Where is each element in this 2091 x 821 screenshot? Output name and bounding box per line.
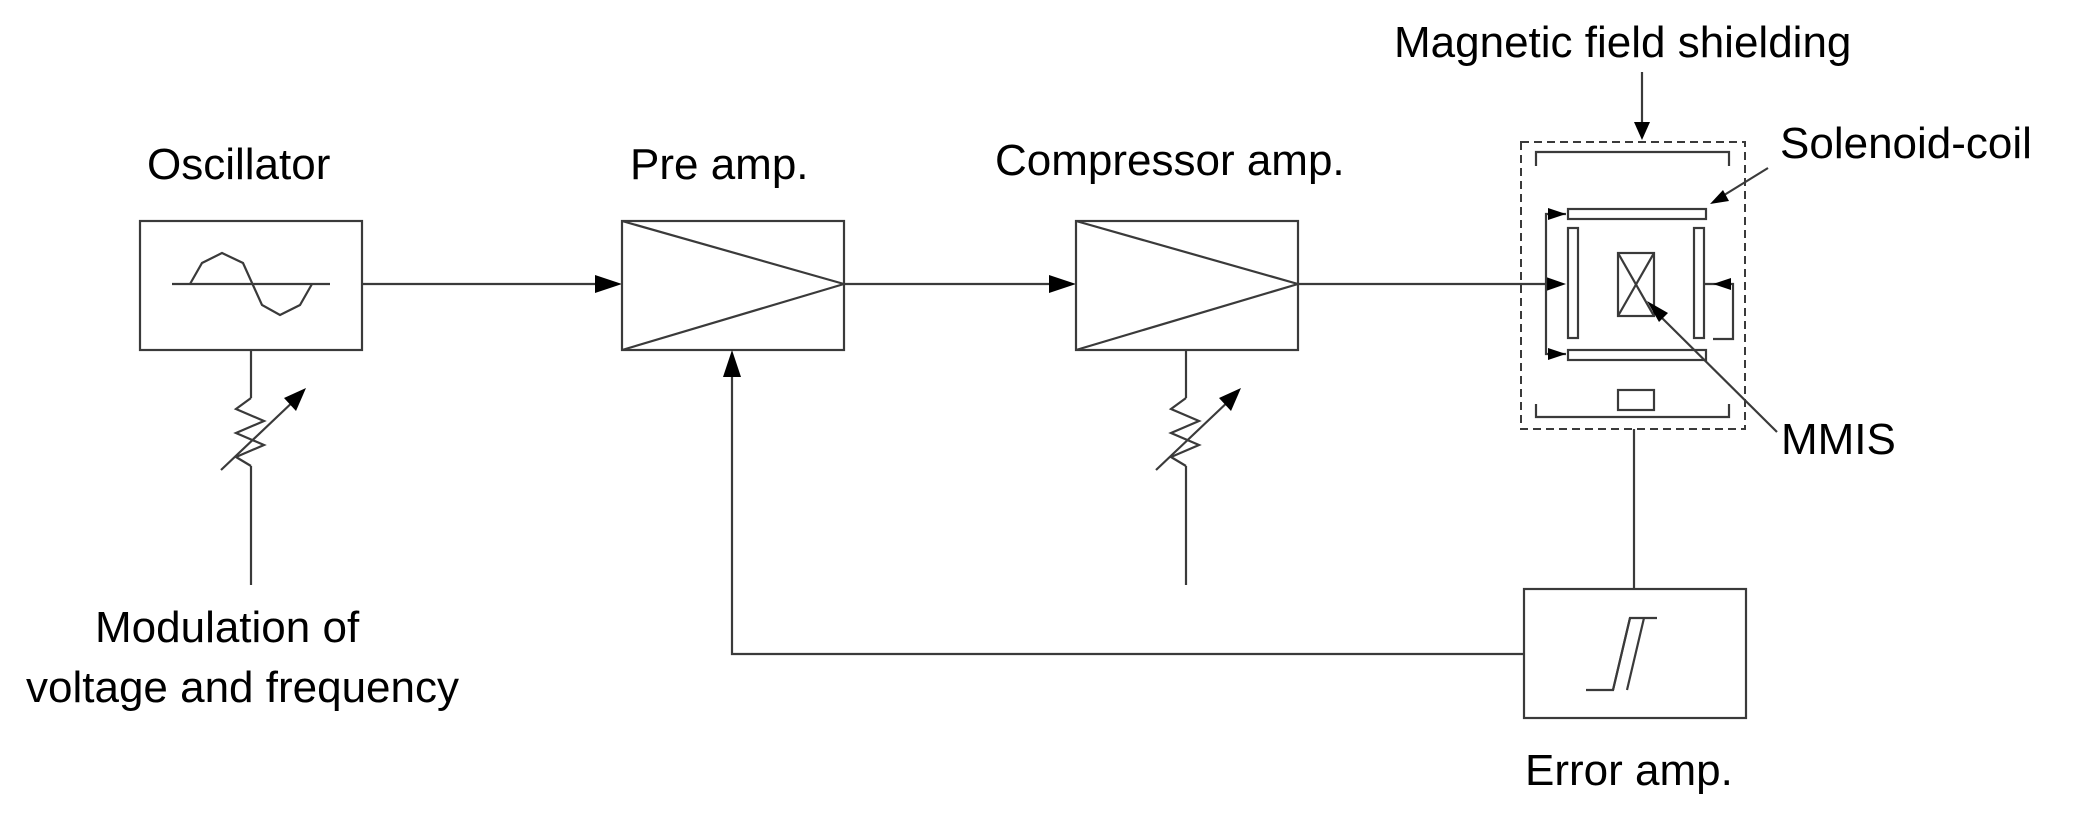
shield-pointer-arrow — [1634, 122, 1650, 140]
arrow-to-compressor — [1049, 275, 1076, 293]
arrow-feedback-preamp — [723, 350, 741, 377]
arrow-to-coil-left — [1546, 277, 1566, 291]
preamp-triangle-bottom — [621, 282, 845, 352]
sine-wave-icon — [189, 251, 313, 317]
oscillator-box — [138, 219, 364, 352]
arrow-to-preamp — [595, 275, 622, 293]
mmis-cross-2 — [1617, 252, 1655, 317]
hysteresis-left — [1611, 617, 1632, 691]
error-amp-label: Error amp. — [1525, 746, 1733, 795]
compressor-triangle-top — [1075, 219, 1299, 286]
coil-arrow-right — [1713, 278, 1731, 290]
comp-resistor-adjust-arrow — [1219, 388, 1241, 411]
preamp-box — [620, 219, 846, 352]
coil-bar-left — [1566, 226, 1580, 340]
compressor-box — [1074, 219, 1300, 352]
coil-bar-right — [1692, 226, 1706, 340]
preamp-triangle-top — [621, 219, 845, 286]
hysteresis-right — [1625, 617, 1646, 691]
sensor-output-box — [1616, 388, 1656, 412]
shielding-label: Magnetic field shielding — [1394, 18, 1852, 67]
osc-resistor-adjust-arrow — [284, 388, 306, 411]
coil-bar-bottom — [1566, 348, 1708, 362]
feedback-line-to-preamp — [730, 370, 1524, 656]
solenoid-coil-label: Solenoid-coil — [1780, 119, 2032, 168]
mmis-label: MMIS — [1781, 415, 1896, 464]
coil-arrow-bottom-left — [1548, 348, 1566, 360]
coil-arrow-top-left — [1548, 208, 1566, 220]
comp-resistor-adjust-line — [1155, 396, 1234, 471]
shield-top-bracket — [1534, 150, 1731, 166]
solenoid-pointer-arrow — [1710, 190, 1729, 204]
modulation-label-line1: Modulation of — [95, 603, 360, 652]
shielding-dashed-border — [1520, 141, 1746, 430]
solenoid-pointer-line — [1720, 167, 1769, 198]
preamp-label: Pre amp. — [630, 140, 809, 189]
mmis-pointer-line — [1657, 313, 1778, 433]
compressor-triangle-bottom — [1075, 282, 1299, 352]
shield-bottom-bracket — [1534, 404, 1731, 419]
coil-bar-top — [1566, 207, 1708, 221]
osc-resistor-adjust-line — [220, 396, 299, 471]
mmis-pointer-arrow — [1647, 301, 1668, 322]
modulation-label-line2: voltage and frequency — [26, 663, 459, 712]
compressor-amp-label: Compressor amp. — [995, 136, 1345, 185]
oscillator-label: Oscillator — [147, 140, 331, 189]
